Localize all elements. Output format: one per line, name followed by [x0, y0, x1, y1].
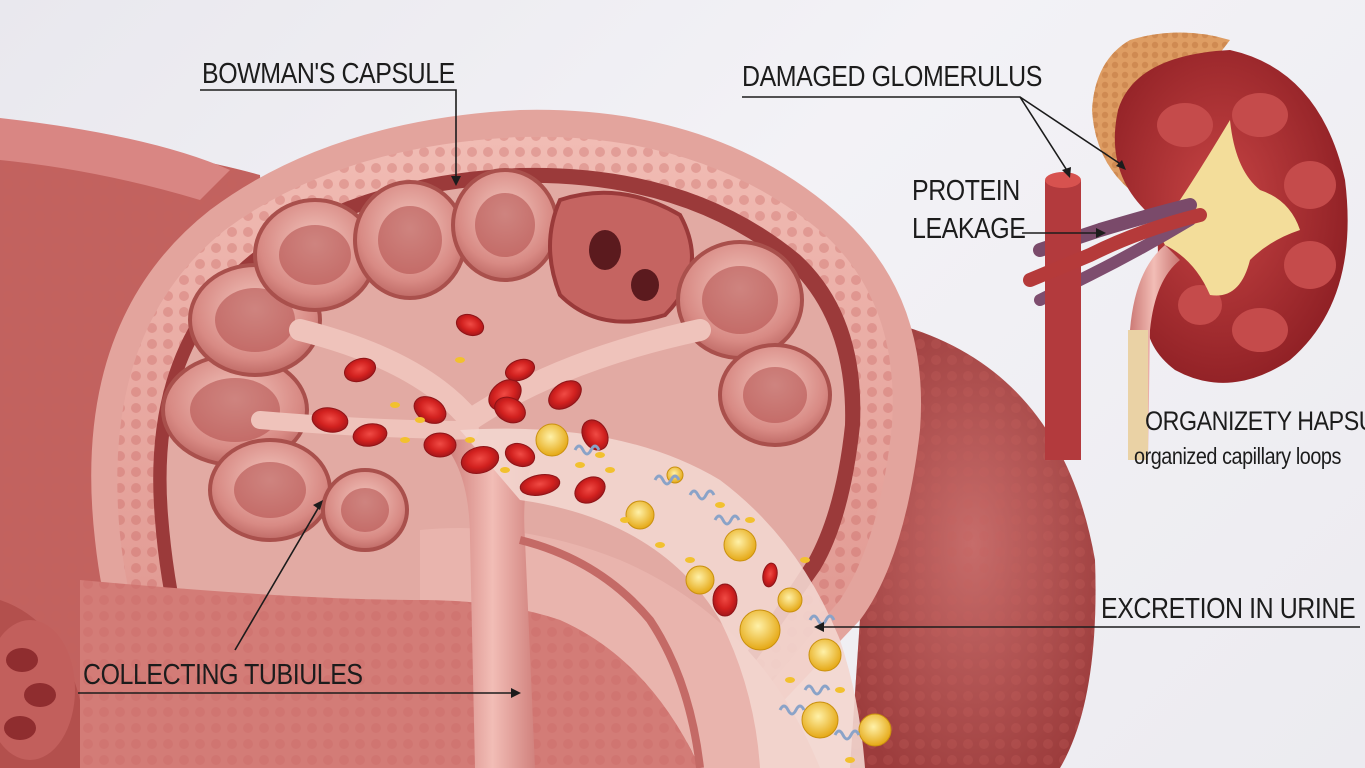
label-protein-leakage-line2: LEAKAGE [912, 214, 1025, 244]
label-damaged-glomerulus: DAMAGED GLOMERULUS [742, 62, 1042, 92]
protein-particle [595, 452, 605, 458]
label-organized-capillary-loops: organized capillary loops [1134, 444, 1341, 468]
protein-particle [575, 462, 585, 468]
protein-particle [620, 517, 630, 523]
kidney-illustration [1030, 33, 1348, 461]
protein-particle [685, 557, 695, 563]
protein-cluster [536, 424, 568, 456]
leader-damaged-glomerulus [742, 97, 1122, 172]
protein-cluster [686, 566, 714, 594]
protein-particle [785, 677, 795, 683]
protein-particle [800, 557, 810, 563]
protein-particle [845, 757, 855, 763]
protein-cluster [802, 702, 838, 738]
protein-particle [500, 467, 510, 473]
protein-cluster [740, 610, 780, 650]
protein-cluster [778, 588, 802, 612]
label-bowmans-capsule: BOWMAN'S CAPSULE [202, 59, 455, 89]
protein-particle [835, 687, 845, 693]
protein-cluster [626, 501, 654, 529]
label-organized-capsule: ORGANIZETY HAPSURE [1145, 407, 1365, 435]
red-blood-cell [713, 584, 737, 616]
protein-particle [655, 542, 665, 548]
protein-particle [400, 437, 410, 443]
protein-particle [415, 417, 425, 423]
protein-particle [715, 502, 725, 508]
label-protein-leakage: PROTEIN LEAKAGE [912, 176, 1025, 244]
label-protein-leakage-line1: PROTEIN [912, 176, 1025, 206]
red-blood-cell [424, 433, 456, 457]
protein-cluster [859, 714, 891, 746]
protein-particle [745, 517, 755, 523]
label-collecting-tubules: COLLECTING TUBIULES [83, 660, 363, 690]
protein-particle [465, 437, 475, 443]
protein-cluster [724, 529, 756, 561]
protein-particle [605, 467, 615, 473]
protein-cluster [809, 639, 841, 671]
protein-particle [390, 402, 400, 408]
label-excretion-in-urine: EXCRETION IN URINE [1101, 594, 1355, 624]
protein-particle [455, 357, 465, 363]
